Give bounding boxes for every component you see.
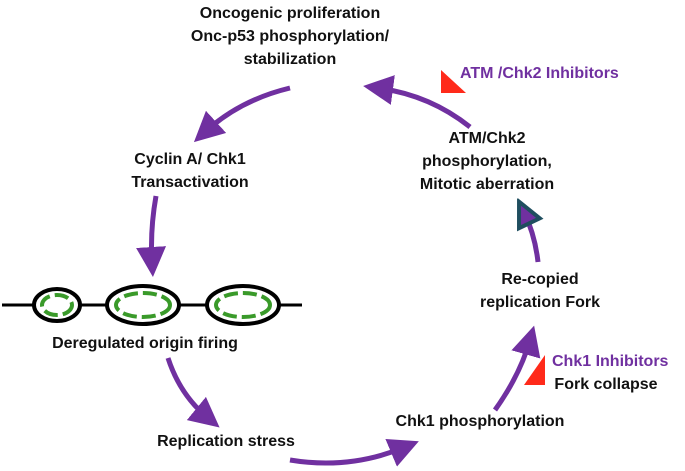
chk1-inhibitor-icon — [524, 355, 545, 385]
arrow-top-to-cyclin — [193, 85, 291, 143]
arrow-cyclin-to-origin — [136, 195, 167, 277]
node-line: stabilization — [243, 51, 337, 68]
node-line: phosphorylation, — [422, 153, 552, 170]
node-line: replication Fork — [479, 294, 601, 311]
node-origin-firing: Deregulated origin firing — [52, 335, 238, 352]
atm-chk2-inhibitors-label: ATM /Chk2 Inhibitors — [460, 65, 619, 82]
node-line: ATM/Chk2 — [448, 130, 526, 147]
node-line: Mitotic aberration — [419, 176, 555, 193]
node-cyclin-a: Cyclin A/ Chk1 Transactivation — [131, 148, 248, 194]
arrow-atm-to-top — [363, 75, 472, 129]
dna-strand-icon — [2, 284, 302, 326]
chk1-inhibitors-label: Chk1 Inhibitors — [552, 353, 669, 370]
arrow-origin-to-stress — [165, 357, 220, 428]
node-line: Cyclin A/ Chk1 — [134, 151, 246, 168]
arrow-fork-to-atm — [524, 212, 538, 263]
arrow-stress-to-chk1 — [289, 438, 419, 467]
node-line: Oncogenic proliferation — [199, 5, 381, 22]
fork-collapse-label: Fork collapse — [554, 376, 658, 393]
node-oncogenic-proliferation: Oncogenic proliferation Onc-p53 phosphor… — [191, 2, 389, 71]
atm-inhibitor-icon — [441, 70, 466, 93]
node-recopied-fork: Re-copied replication Fork — [480, 268, 600, 314]
node-replication-stress: Replication stress — [157, 433, 295, 450]
node-line: Re-copied — [501, 271, 579, 288]
arrow-chk1-to-fork — [492, 325, 541, 412]
node-line: Onc-p53 phosphorylation/ — [190, 28, 390, 45]
node-atm-chk2: ATM/Chk2 phosphorylation, Mitotic aberra… — [420, 127, 554, 196]
node-chk1-phosphorylation: Chk1 phosphorylation — [395, 413, 565, 430]
node-line: Transactivation — [131, 174, 249, 191]
